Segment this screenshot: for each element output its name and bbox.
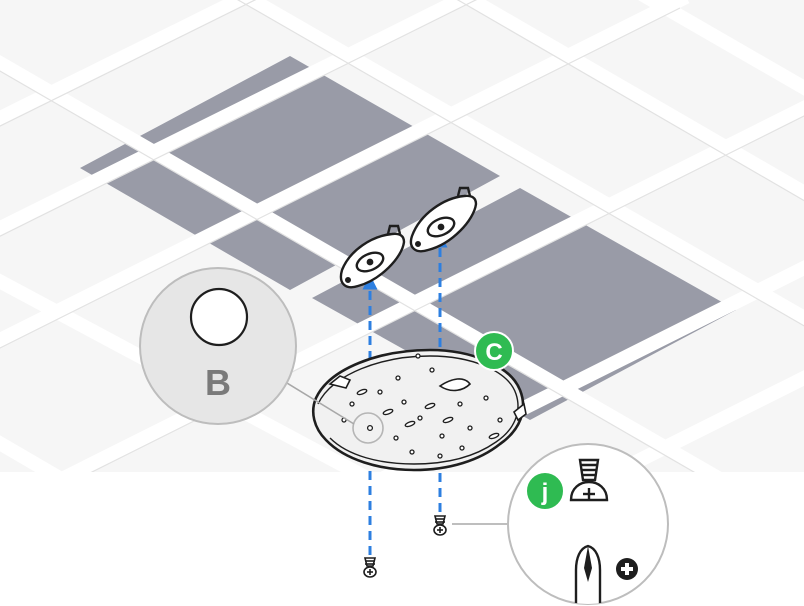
callout-b-letter: B bbox=[205, 362, 231, 403]
badge-c: C bbox=[475, 332, 513, 370]
badge-c-letter: C bbox=[485, 339, 502, 366]
hole-size-icon bbox=[191, 289, 247, 345]
screw-icon bbox=[434, 516, 446, 535]
ceiling-grid bbox=[0, 0, 804, 568]
badge-j-letter: j bbox=[541, 479, 549, 506]
screw-icon bbox=[364, 558, 376, 577]
phillips-screwdriver-icon bbox=[576, 546, 600, 606]
plus-icon bbox=[616, 558, 638, 580]
badge-j: j bbox=[526, 472, 564, 510]
